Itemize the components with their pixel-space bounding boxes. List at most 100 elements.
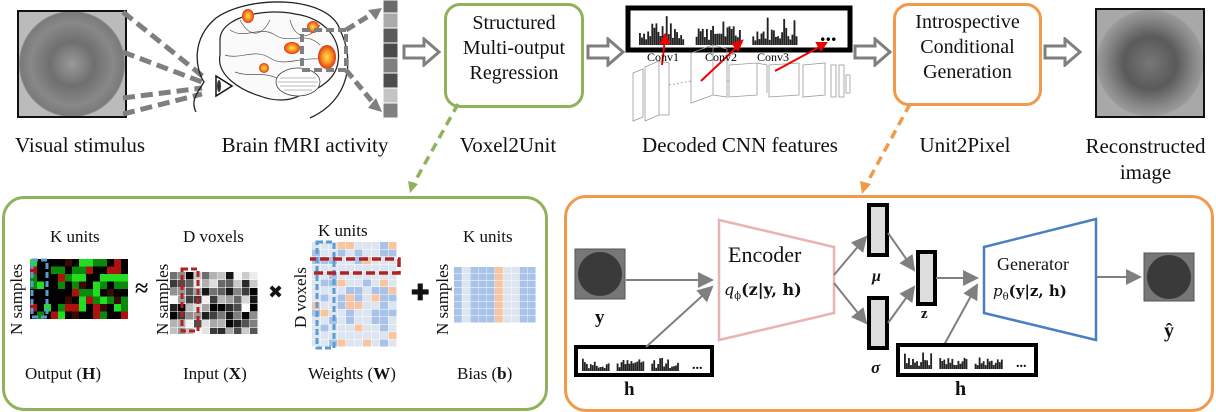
output-matrix-side-label: N samples: [7, 263, 26, 335]
matrix-cell: [346, 287, 354, 294]
output-matrix-top-label: K units: [50, 227, 100, 246]
matrix-cell: [320, 317, 329, 324]
histogram-bar: [941, 361, 944, 369]
matrix-cell: [363, 294, 371, 302]
matrix-cell: [44, 311, 51, 319]
histogram-bar: [624, 364, 627, 371]
weights-matrix-side-label: D voxels: [291, 267, 310, 328]
histogram-bar: [657, 31, 660, 45]
matrix-cell: [86, 274, 93, 282]
matrix-cell: [470, 295, 479, 302]
matrix-cell: [37, 266, 44, 274]
matrix-cell: [107, 296, 114, 304]
matrix-cell: [503, 309, 511, 316]
matrix-cell: [486, 295, 495, 302]
sigma-label: σ: [871, 358, 881, 377]
matrix-cell: [462, 267, 470, 274]
histogram-bar: [988, 361, 991, 369]
matrix-cell: [478, 267, 487, 274]
histogram-bar: [930, 353, 933, 369]
matrix-cell: [486, 267, 495, 274]
histogram-bar: [655, 23, 658, 45]
caption-unit2pixel: Unit2Pixel: [919, 133, 1011, 157]
matrix-cell: [58, 281, 65, 289]
histogram-bar: [980, 363, 983, 369]
histogram-bar: [726, 27, 729, 45]
matrix-cell: [114, 289, 121, 297]
matrix-cell: [346, 272, 354, 279]
matrix-cell: [44, 266, 51, 274]
matrix-cell: [93, 259, 100, 267]
histogram-bar: [699, 31, 702, 45]
matrix-cell: [250, 288, 258, 296]
histogram-bar: [764, 38, 767, 45]
histogram-bar: [601, 366, 604, 371]
matrix-cell: [186, 304, 194, 312]
matrix-cell: [65, 266, 72, 274]
matrix-cell: [371, 339, 380, 347]
histogram-bar: [677, 362, 679, 371]
matrix-cell: [337, 279, 346, 287]
matrix-cell: [312, 324, 320, 332]
matrix-cell: [486, 288, 495, 295]
matrix-cell: [380, 257, 388, 264]
matrix-cell: [388, 264, 397, 272]
matrix-cell: [388, 294, 397, 302]
matrix-cell: [380, 242, 388, 249]
histogram-bar: [671, 366, 673, 371]
histogram-bar: [992, 364, 995, 369]
matrix-cell: [170, 280, 178, 288]
matrix-cell: [495, 267, 503, 274]
matrix-cell: [121, 311, 128, 319]
matrix-cell: [470, 267, 479, 274]
matrix-cell: [218, 296, 226, 304]
matrix-cell: [100, 289, 107, 297]
histogram-bar: [951, 358, 954, 369]
histogram-bar: [945, 364, 948, 369]
matrix-cell: [100, 281, 107, 289]
matrix-cell: [363, 279, 371, 287]
histogram-bar: [939, 358, 942, 369]
matrix-cell: [337, 309, 346, 317]
generation-diagram: ... ...: [574, 203, 1195, 377]
matrix-cell: [388, 272, 397, 279]
histogram-bar: [695, 36, 698, 45]
matrix-cell: [470, 274, 479, 281]
histogram-bar: [661, 26, 664, 45]
formula-symbol: q: [724, 280, 735, 299]
matrix-cell: [388, 309, 397, 317]
matrix-cell: [371, 272, 380, 279]
matrix-cell: [107, 281, 114, 289]
histogram-bar: [978, 357, 981, 369]
symbol: W: [373, 364, 391, 383]
matrix-cell: [462, 295, 470, 302]
matrix-cell: [37, 296, 44, 304]
histogram-bar: [795, 36, 798, 45]
matrix-cell: [242, 272, 250, 280]
matrix-cell: [100, 259, 107, 267]
histogram-bar: [665, 363, 667, 371]
matrix-cell: [226, 272, 234, 280]
matrix-cell: [186, 272, 194, 280]
matrix-cell: [234, 272, 242, 280]
matrix-cell: [495, 309, 503, 316]
matrix-cell: [100, 296, 107, 304]
matrix-cell: [218, 280, 226, 288]
histogram-bar: [906, 363, 908, 369]
matrix-cell: [242, 320, 250, 328]
matrix-cell: [226, 328, 234, 334]
matrix-cell: [79, 281, 86, 289]
matrix-cell: [371, 264, 380, 272]
histogram-bar: [722, 21, 725, 45]
histogram-bar: [982, 361, 985, 369]
matrix-cell: [242, 328, 250, 334]
matrix-cell: [320, 294, 329, 302]
matrix-cell: [51, 274, 58, 282]
input-matrix: [170, 267, 258, 334]
matrix-cell: [346, 249, 354, 257]
histogram-bar: [760, 33, 763, 45]
matrix-cell: [72, 311, 79, 319]
matrix-cell: [511, 288, 520, 295]
matrix-cell: [478, 288, 487, 295]
histogram-bar: [597, 367, 600, 371]
